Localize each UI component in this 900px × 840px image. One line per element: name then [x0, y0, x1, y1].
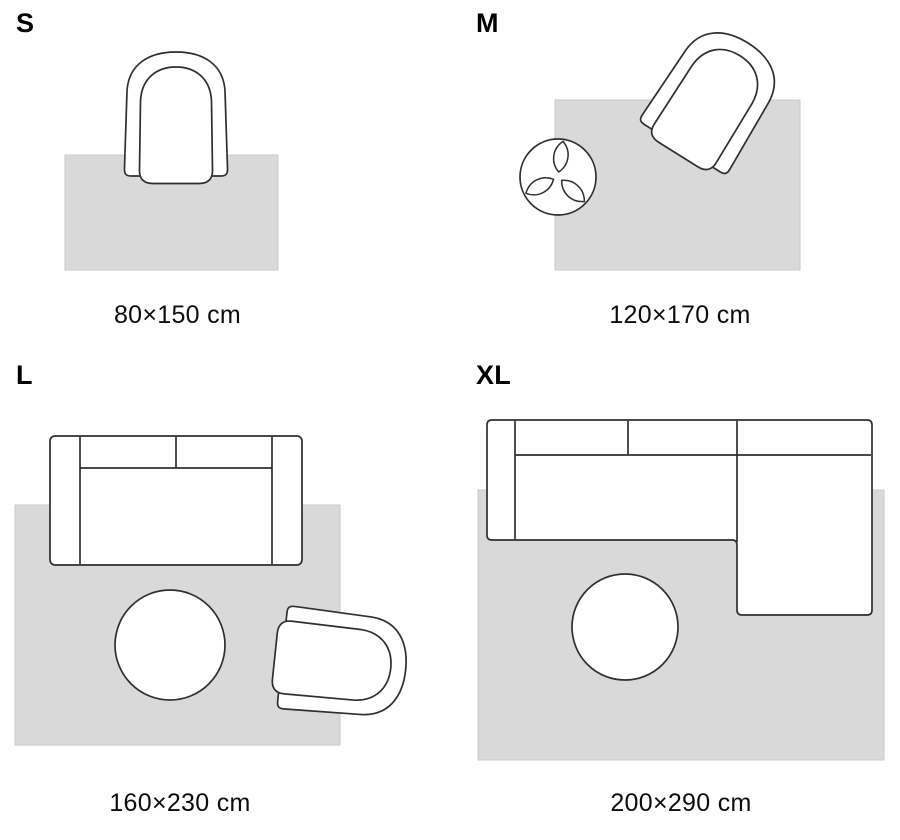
size-letter-s: S	[16, 8, 35, 38]
armchair-seat	[650, 48, 759, 171]
size-letter-m: M	[476, 8, 499, 38]
plant-icon	[519, 138, 597, 216]
plant-leaf	[560, 179, 586, 203]
armchair-seat	[271, 620, 392, 701]
coffee-table-icon	[571, 573, 679, 681]
size-dimensions-s: 80×150 cm	[113, 301, 242, 329]
size-dimensions-xl: 200×290 cm	[610, 789, 752, 817]
plant-leaf	[552, 140, 569, 174]
size-letter-xl: XL	[476, 360, 512, 390]
diagram-s	[64, 51, 279, 271]
coffee-table-icon	[114, 589, 226, 701]
armchair-icon	[271, 605, 407, 716]
diagram-m	[519, 32, 801, 271]
corner-sofa-icon	[486, 419, 873, 616]
plant-leaves	[525, 140, 586, 203]
diagram-xl	[477, 419, 885, 761]
rug-shape	[64, 154, 279, 271]
armchair-icon	[639, 32, 776, 175]
size-letter-l: L	[16, 360, 33, 390]
sofa-icon	[49, 435, 303, 566]
armchair-seat	[138, 66, 214, 185]
size-dimensions-m: 120×170 cm	[609, 301, 751, 329]
armchair-icon	[123, 51, 229, 185]
diagram-l	[14, 435, 407, 746]
plant-leaf	[525, 177, 555, 196]
size-dimensions-l: 160×230 cm	[109, 789, 251, 817]
corner-sofa-body	[486, 419, 873, 616]
